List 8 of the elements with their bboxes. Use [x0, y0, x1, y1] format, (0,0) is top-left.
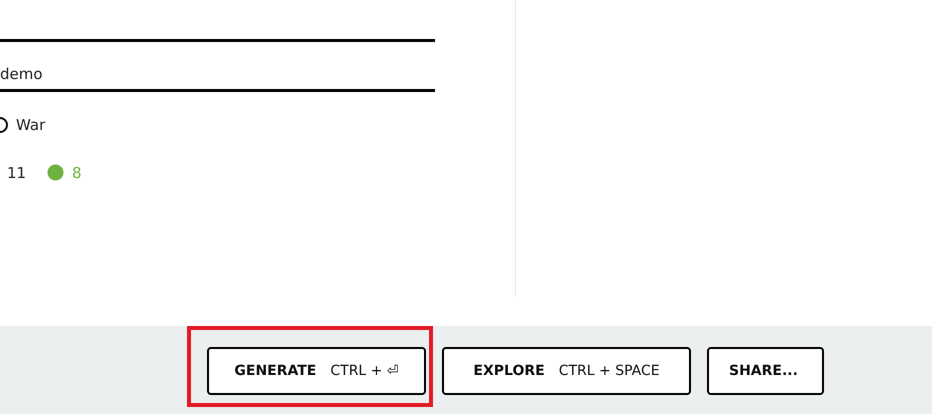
field-value: demo	[0, 65, 43, 83]
option-label: War	[16, 116, 46, 134]
generate-button: GENERATE CTRL + ⏎	[207, 347, 426, 395]
explore-button: EXPLORE CTRL + SPACE	[442, 347, 691, 395]
option-label: 8	[72, 164, 82, 182]
share-button: SHARE...	[707, 347, 824, 395]
highlight-frame	[187, 326, 433, 407]
option-label: 11	[7, 164, 26, 182]
